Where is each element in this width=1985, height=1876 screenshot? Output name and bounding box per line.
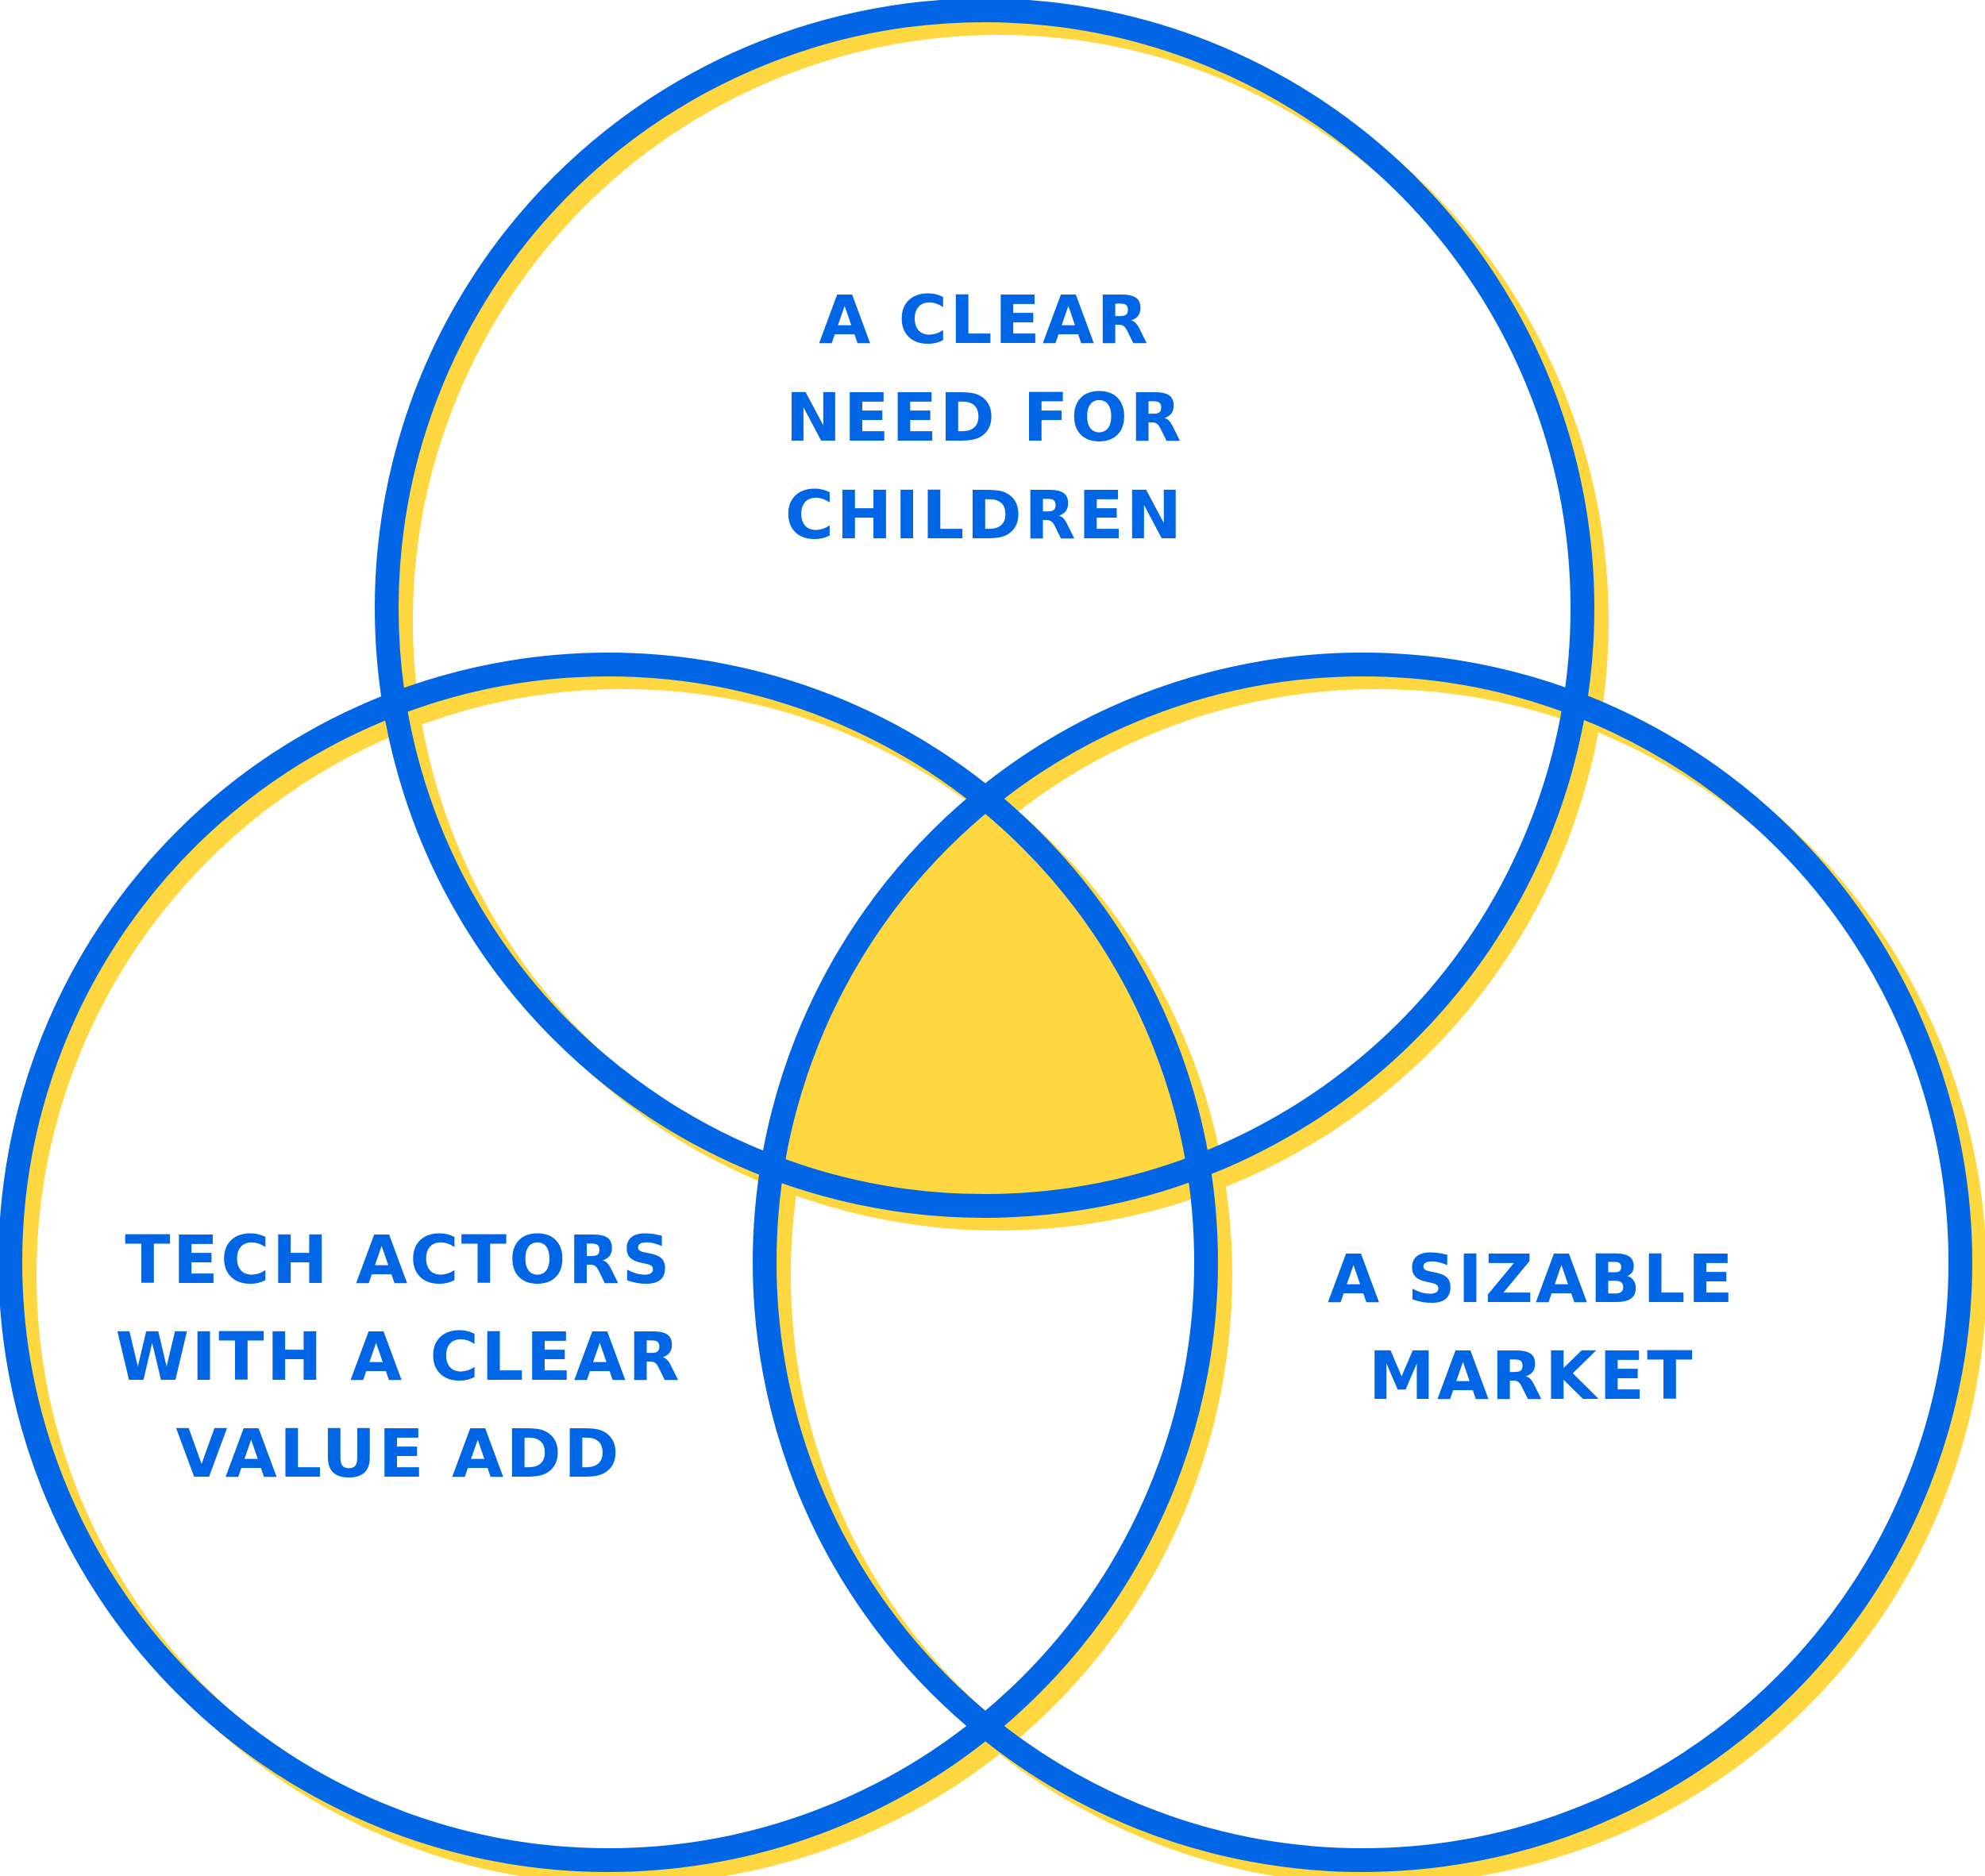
top-label-line-3: CHILDREN (785, 476, 1185, 554)
left-label-line-2: WITH A CLEAR (115, 1318, 681, 1396)
right-circle (753, 653, 1972, 1872)
left-circle-label: TECH ACTORS WITH A CLEAR VALUE ADD (115, 1221, 681, 1493)
right-circle-label: A SIZABLE MARKET (1328, 1240, 1736, 1415)
left-circle (0, 653, 1218, 1872)
right-circle-shadow (767, 665, 1985, 1876)
top-circle (375, 0, 1594, 1218)
left-circle-shadow (13, 665, 1232, 1876)
top-circle-label: A CLEAR NEED FOR CHILDREN (785, 281, 1185, 554)
top-circle-shadow (389, 11, 1609, 1231)
circle-shadows (13, 11, 1985, 1876)
left-label-line-1: TECH ACTORS (125, 1221, 672, 1299)
center-intersection (765, 664, 1206, 1206)
right-label-line-1: A SIZABLE (1328, 1240, 1736, 1318)
top-label-line-2: NEED FOR (785, 379, 1184, 456)
right-label-line-2: MARKET (1368, 1337, 1694, 1415)
top-label-line-1: A CLEAR (819, 281, 1151, 359)
left-label-line-3: VALUE ADD (175, 1415, 621, 1493)
